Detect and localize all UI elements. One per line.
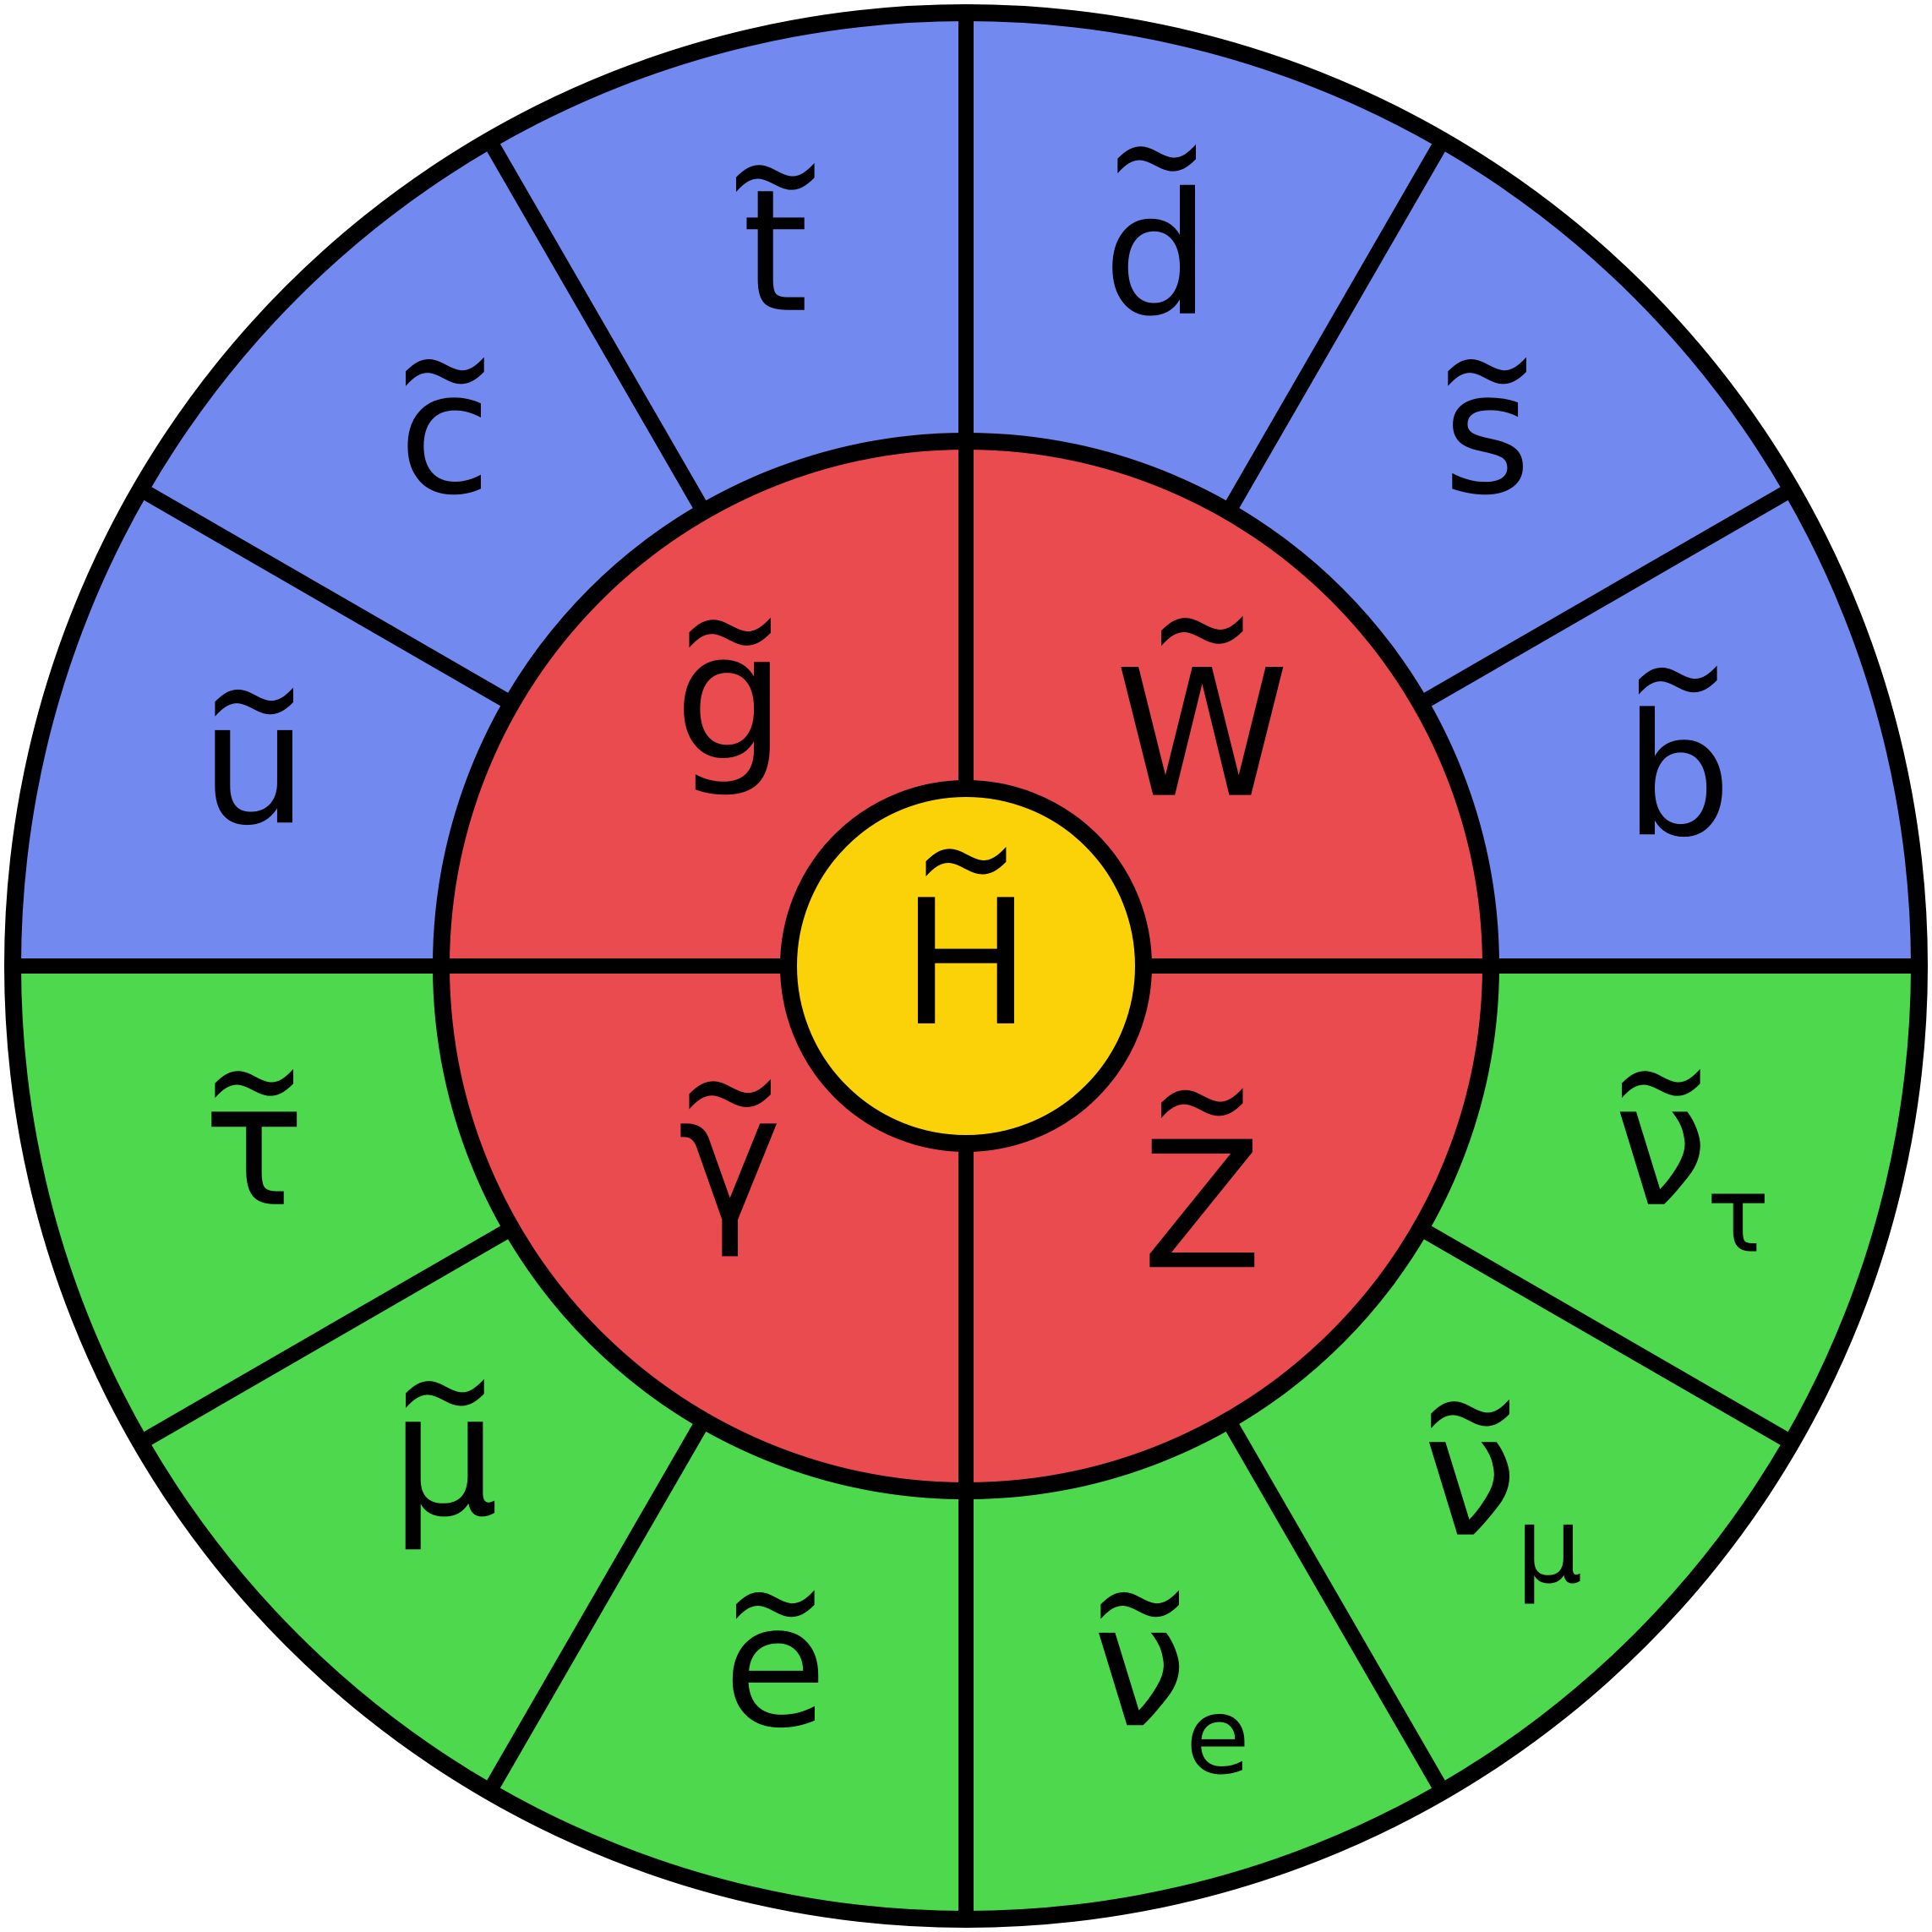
tilde-mark: ~ bbox=[1418, 1311, 1523, 1508]
tilde-mark: ~ bbox=[1148, 524, 1257, 729]
tilde-mark: ~ bbox=[1625, 576, 1730, 773]
tilde-mark: ~ bbox=[913, 756, 1020, 958]
symbol-higgsino: H bbox=[901, 864, 1031, 1065]
symbol-sup: u bbox=[200, 666, 308, 863]
symbol-smuon: μ bbox=[391, 1358, 499, 1555]
label-gluino: ~g bbox=[674, 526, 786, 800]
symbol-sbottom: b bbox=[1624, 678, 1732, 875]
tilde-mark: ~ bbox=[202, 598, 307, 795]
symbol-scharm: c bbox=[398, 336, 491, 532]
subscript-tau-sneutrino: τ bbox=[1706, 1155, 1770, 1277]
subscript-muon-sneutrino: μ bbox=[1516, 1486, 1583, 1607]
tilde-mark: ~ bbox=[675, 526, 784, 730]
label-higgsino: ~H bbox=[901, 756, 1031, 1065]
label-stop: ~t bbox=[723, 74, 827, 351]
label-scharm: ~c bbox=[392, 268, 497, 532]
symbol-electron-sneutrino: ν bbox=[1093, 1569, 1187, 1766]
label-zino: ~Z bbox=[1142, 996, 1263, 1309]
label-smuon: ~μ bbox=[391, 1291, 499, 1555]
sector-higgsino bbox=[780, 780, 1152, 1152]
tilde-mark: ~ bbox=[1148, 996, 1257, 1200]
label-tau-sneutrino: ~ντ bbox=[1608, 980, 1770, 1277]
tilde-mark: ~ bbox=[1435, 268, 1540, 465]
label-stau: ~τ bbox=[202, 980, 307, 1245]
tilde-mark: ~ bbox=[1608, 980, 1713, 1177]
label-sdown: ~d bbox=[1103, 56, 1210, 354]
subscript-electron-sneutrino: e bbox=[1186, 1676, 1250, 1798]
label-sstrange: ~s bbox=[1435, 268, 1540, 532]
label-electron-sneutrino: ~νe bbox=[1088, 1501, 1250, 1798]
symbol-tau-sneutrino: ν bbox=[1613, 1048, 1708, 1245]
tilde-mark: ~ bbox=[723, 1501, 827, 1698]
tilde-mark: ~ bbox=[392, 268, 497, 465]
symbol-stau: τ bbox=[204, 1048, 305, 1245]
label-photino: ~γ bbox=[675, 987, 784, 1262]
tilde-mark: ~ bbox=[1088, 1501, 1192, 1698]
tilde-mark: ~ bbox=[1105, 56, 1209, 253]
inner-ring-boundary bbox=[433, 433, 1499, 1499]
label-sbottom: ~b bbox=[1624, 576, 1732, 875]
tilde-mark: ~ bbox=[675, 987, 784, 1192]
label-sup: ~u bbox=[200, 598, 308, 863]
tilde-mark: ~ bbox=[723, 74, 827, 271]
outer-circle-boundary bbox=[4, 4, 1928, 1928]
symbol-selectron: e bbox=[723, 1569, 827, 1766]
symbol-sdown: d bbox=[1103, 157, 1210, 354]
symbol-wino: W bbox=[1115, 633, 1289, 838]
label-selectron: ~e bbox=[723, 1501, 827, 1766]
symbol-stop: t bbox=[742, 154, 808, 351]
tilde-mark: ~ bbox=[202, 980, 307, 1177]
symbol-photino: γ bbox=[678, 1057, 782, 1262]
symbol-sstrange: s bbox=[1443, 336, 1531, 532]
symbol-gluino: g bbox=[674, 596, 786, 800]
symbol-zino: Z bbox=[1142, 1105, 1263, 1309]
label-muon-sneutrino: ~νμ bbox=[1418, 1311, 1583, 1607]
symbol-muon-sneutrino: ν bbox=[1423, 1378, 1518, 1575]
label-wino: ~W bbox=[1115, 524, 1289, 838]
tilde-mark: ~ bbox=[392, 1291, 497, 1487]
